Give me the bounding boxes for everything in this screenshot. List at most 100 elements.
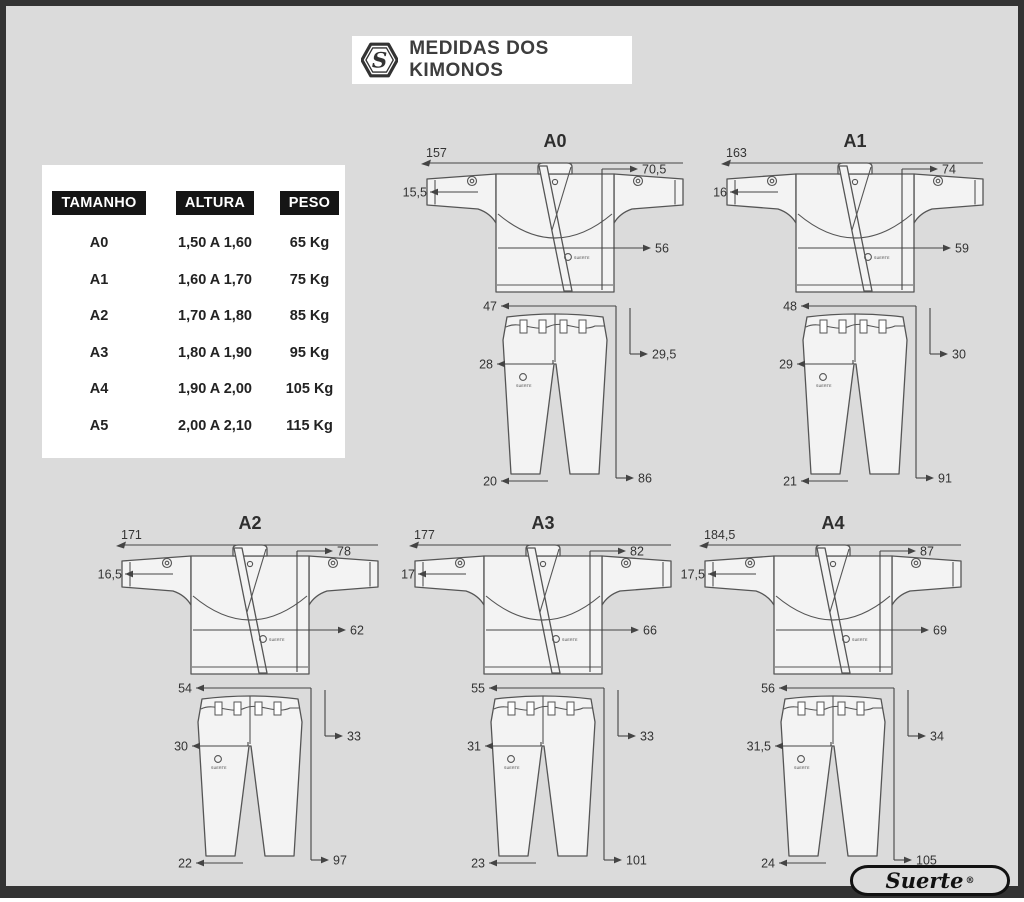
thigh-label: 31: [467, 740, 481, 754]
jacket-length-arrow-icon: [930, 165, 938, 173]
belt-loop: [816, 701, 825, 716]
chest-logo-text: SUERTE: [852, 638, 868, 642]
lapel-band: [526, 547, 561, 674]
cuff-label: 15,5: [403, 186, 427, 200]
wingspan-arrow-icon: [421, 159, 431, 167]
collar-crest-icon: [551, 178, 559, 186]
size-table: TAMANHO ALTURA PESO A0 1,50 A 1,60 65 Kg…: [42, 165, 345, 458]
cuff-arrow-icon: [125, 570, 133, 578]
weight-cell: 65 Kg: [289, 235, 330, 252]
weight-cell: 75 Kg: [289, 271, 330, 288]
rise-arrow-icon: [918, 732, 926, 740]
leg-opening-arrow-icon: [196, 859, 204, 867]
jacket-length-label: 82: [630, 545, 644, 559]
gi-diagram-A0: A0 157 SUE: [400, 130, 710, 498]
jacket-length-label: 87: [920, 545, 934, 559]
leg-opening-label: 24: [761, 857, 775, 871]
right-lapel-edge: [851, 166, 872, 231]
height-cell: 1,50 A 1,60: [178, 235, 252, 252]
gi-diagram-A4: A4 184,5 S: [678, 512, 988, 880]
belt-loop: [538, 319, 547, 334]
belt-loop: [233, 701, 242, 716]
cuff-arrow-icon: [418, 570, 426, 578]
skirt-curve: [497, 213, 613, 239]
size-cell: A1: [89, 271, 109, 288]
right-sleeve: [891, 555, 962, 606]
right-sleeve: [913, 173, 984, 224]
wingspan-label: 157: [426, 146, 447, 160]
pants-body: [502, 313, 608, 475]
chest-label: 56: [655, 242, 669, 256]
waist-arrow-icon: [501, 302, 509, 310]
left-shoulder-patch-inner-icon: [469, 178, 475, 184]
wingspan-arrow-icon: [409, 541, 419, 549]
thigh-label: 30: [174, 740, 188, 754]
pants-logo-text: SUERTE: [794, 766, 810, 770]
chest-arrow-icon: [631, 626, 639, 634]
left-sleeve: [704, 555, 775, 606]
registered-mark: ®: [965, 875, 975, 886]
cuff-label: 17: [401, 568, 415, 582]
right-shoulder-patch-inner-icon: [935, 178, 941, 184]
wingspan-label: 163: [726, 146, 747, 160]
belt-drawstring: [493, 705, 592, 711]
cuff-arrow-icon: [730, 188, 738, 196]
right-shoulder-patch-inner-icon: [330, 560, 336, 566]
jacket-length-label: 70,5: [642, 163, 666, 177]
waist-label: 54: [178, 682, 192, 696]
belt-loop: [254, 701, 263, 716]
belt-loop: [526, 701, 535, 716]
jacket-length-arrow-icon: [630, 165, 638, 173]
gi-size-title: A2: [238, 513, 261, 533]
gi-diagram-A2: A2 171 SUE: [95, 512, 405, 880]
lapel-band: [816, 547, 851, 674]
belt-loop: [547, 701, 556, 716]
right-lapel-edge: [551, 166, 572, 231]
wingspan-label: 177: [414, 528, 435, 542]
pants-logo-icon: [507, 755, 515, 763]
belt-loop: [519, 319, 528, 334]
chest-label: 66: [643, 624, 657, 638]
wingspan-label: 184,5: [704, 528, 735, 542]
rise-label: 29,5: [652, 348, 676, 362]
rise-label: 33: [640, 730, 654, 744]
pants-logo-icon: [214, 755, 222, 763]
jacket-length-label: 78: [337, 545, 351, 559]
left-shoulder-patch-icon: [766, 175, 778, 187]
pants-body: [197, 695, 303, 857]
right-lapel-edge: [246, 548, 267, 613]
left-shoulder-patch-icon: [454, 557, 466, 569]
pants-logo-text: SUERTE: [504, 766, 520, 770]
chest-arrow-icon: [943, 244, 951, 252]
left-shoulder-patch-icon: [466, 175, 478, 187]
skirt-curve: [485, 595, 601, 621]
weight-cell: 95 Kg: [289, 344, 330, 361]
chest-label: 69: [933, 624, 947, 638]
right-shoulder-patch-inner-icon: [623, 560, 629, 566]
column-header-tamanho: TAMANHO: [52, 191, 146, 215]
belt-drawstring: [805, 323, 904, 329]
skirt-curve: [797, 213, 913, 239]
wingspan-arrow-icon: [721, 159, 731, 167]
waist-arrow-icon: [779, 684, 787, 692]
chest-logo-text: SUERTE: [269, 638, 285, 642]
thigh-arrow-icon: [485, 742, 493, 750]
pants-length-arrow-icon: [614, 856, 622, 864]
collar-crest-icon: [851, 178, 859, 186]
left-sleeve: [121, 555, 192, 606]
left-shoulder-patch-icon: [744, 557, 756, 569]
right-sleeve: [308, 555, 379, 606]
chest-arrow-icon: [643, 244, 651, 252]
page-title: MEDIDAS DOS KIMONOS: [409, 38, 549, 81]
left-shoulder-patch-inner-icon: [457, 560, 463, 566]
table-row: A3 1,80 A 1,90 95 Kg: [42, 335, 345, 372]
belt-loop: [214, 701, 223, 716]
right-lapel-edge: [829, 548, 850, 613]
right-shoulder-patch-icon: [620, 557, 632, 569]
rise-label: 30: [952, 348, 966, 362]
thigh-arrow-icon: [497, 360, 505, 368]
thigh-arrow-icon: [775, 742, 783, 750]
rise-arrow-icon: [628, 732, 636, 740]
pants-body: [490, 695, 596, 857]
rise-arrow-icon: [335, 732, 343, 740]
